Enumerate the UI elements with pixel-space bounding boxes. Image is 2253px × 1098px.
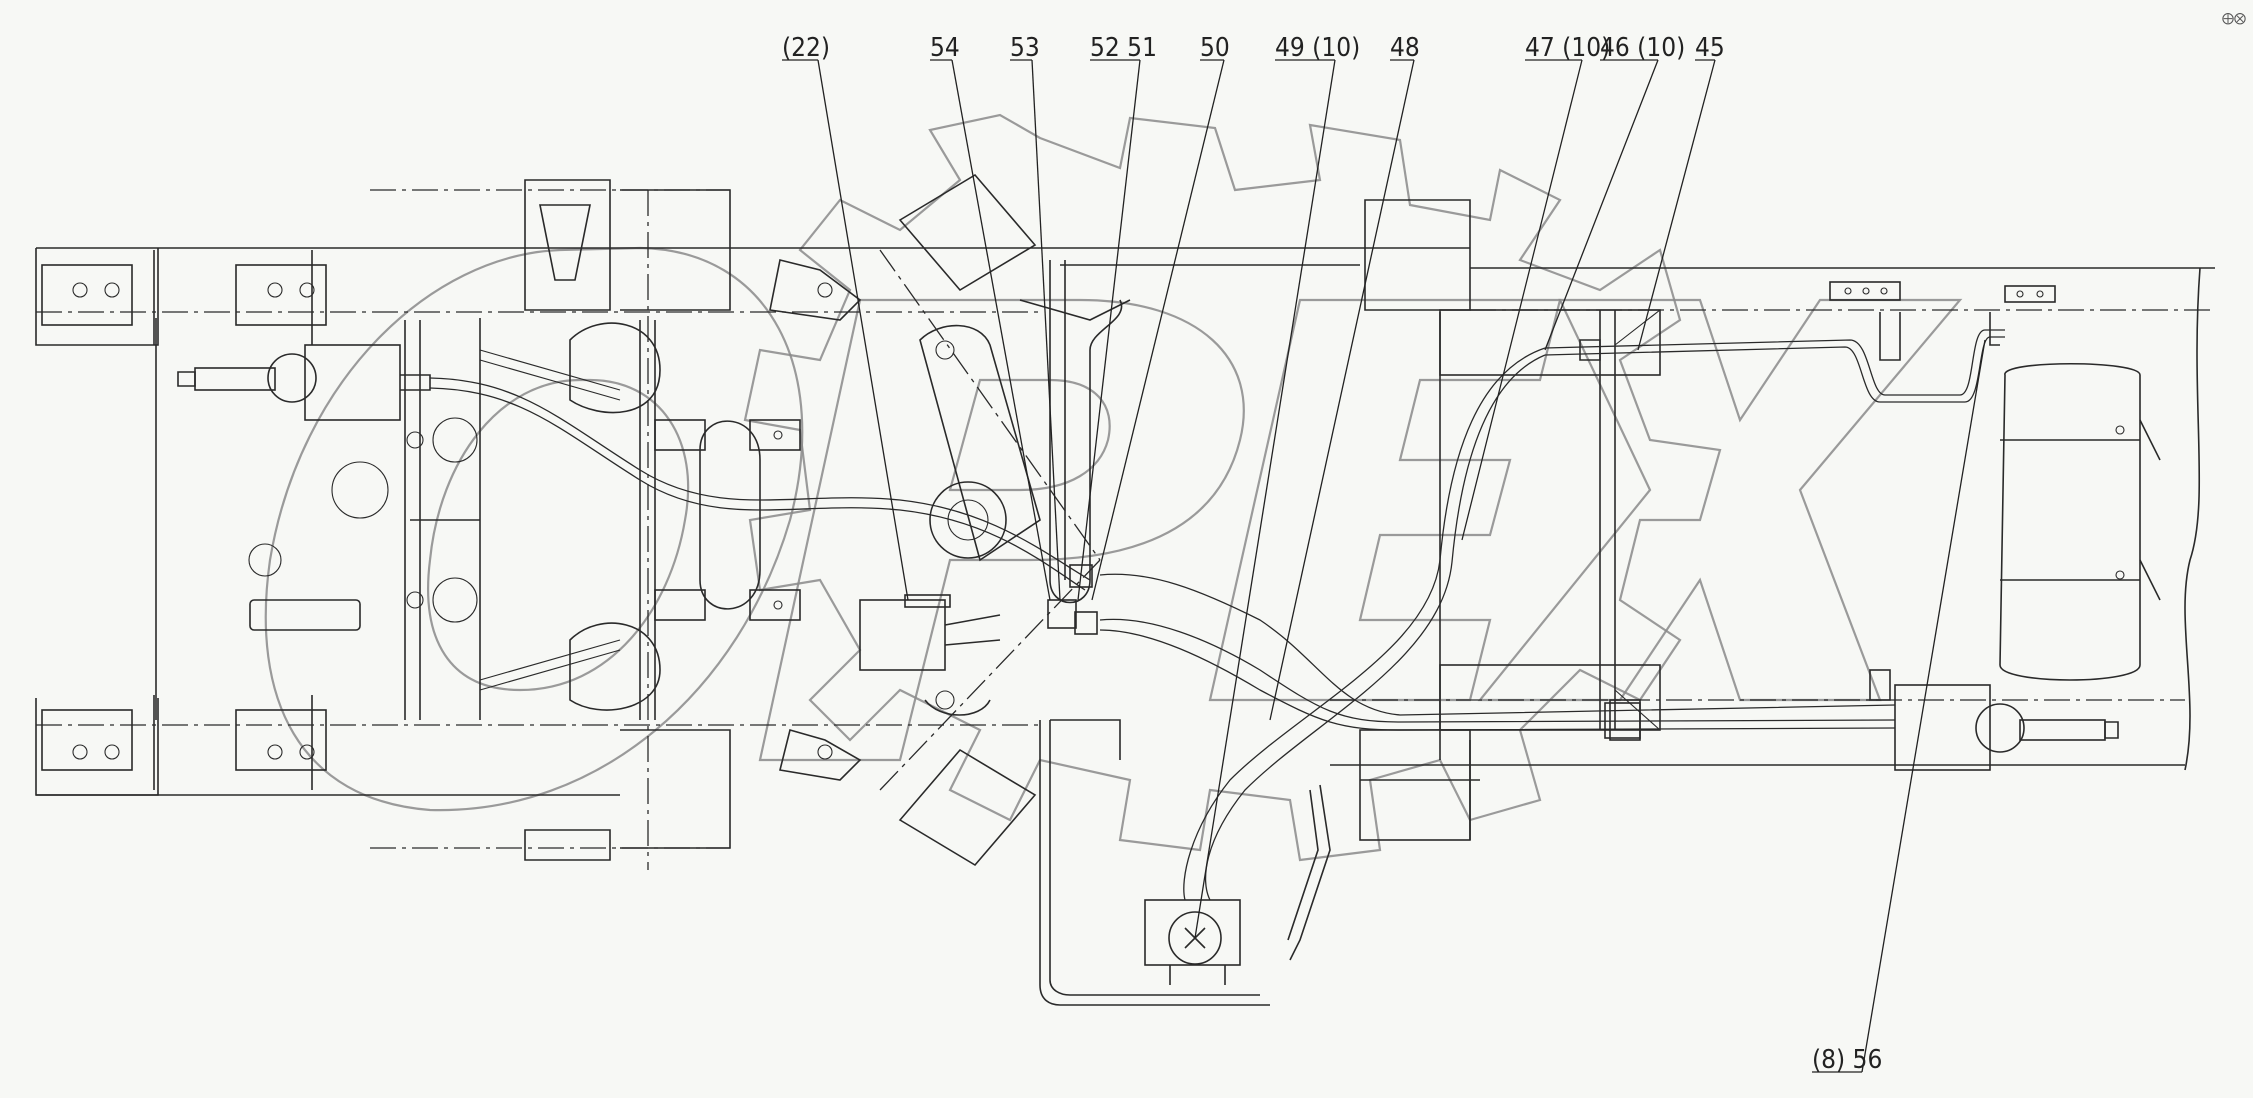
front-frame bbox=[35, 179, 1040, 870]
callout-47: 47 (10) bbox=[1525, 33, 1610, 63]
callout-48: 48 bbox=[1390, 33, 1420, 63]
callout-45: 45 bbox=[1695, 33, 1725, 63]
callout-54: 54 bbox=[930, 33, 960, 63]
callout-8-56: (8) 56 bbox=[1812, 1045, 1882, 1075]
callout-46: 46 (10) bbox=[1600, 33, 1685, 63]
watermark-letter-o bbox=[264, 246, 804, 812]
callout-leaders bbox=[782, 59, 1986, 1073]
hydraulic-lines bbox=[429, 329, 2005, 901]
callout-50: 50 bbox=[1200, 33, 1230, 63]
watermark-logo bbox=[264, 113, 1963, 862]
corner-mark: ⨁⨂ bbox=[2222, 11, 2246, 25]
callout-52-51: 52 51 bbox=[1090, 33, 1157, 63]
rear-frame bbox=[1040, 199, 2215, 985]
callout-53: 53 bbox=[1010, 33, 1040, 63]
callout-22: (22) bbox=[782, 33, 830, 63]
callout-49: 49 (10) bbox=[1275, 33, 1360, 63]
watermark-gear bbox=[743, 113, 1722, 862]
watermark-letter-p bbox=[758, 298, 1245, 762]
callout-labels: (22) 54 53 52 51 50 49 (10) 48 47 (10) 4… bbox=[782, 33, 1882, 1075]
